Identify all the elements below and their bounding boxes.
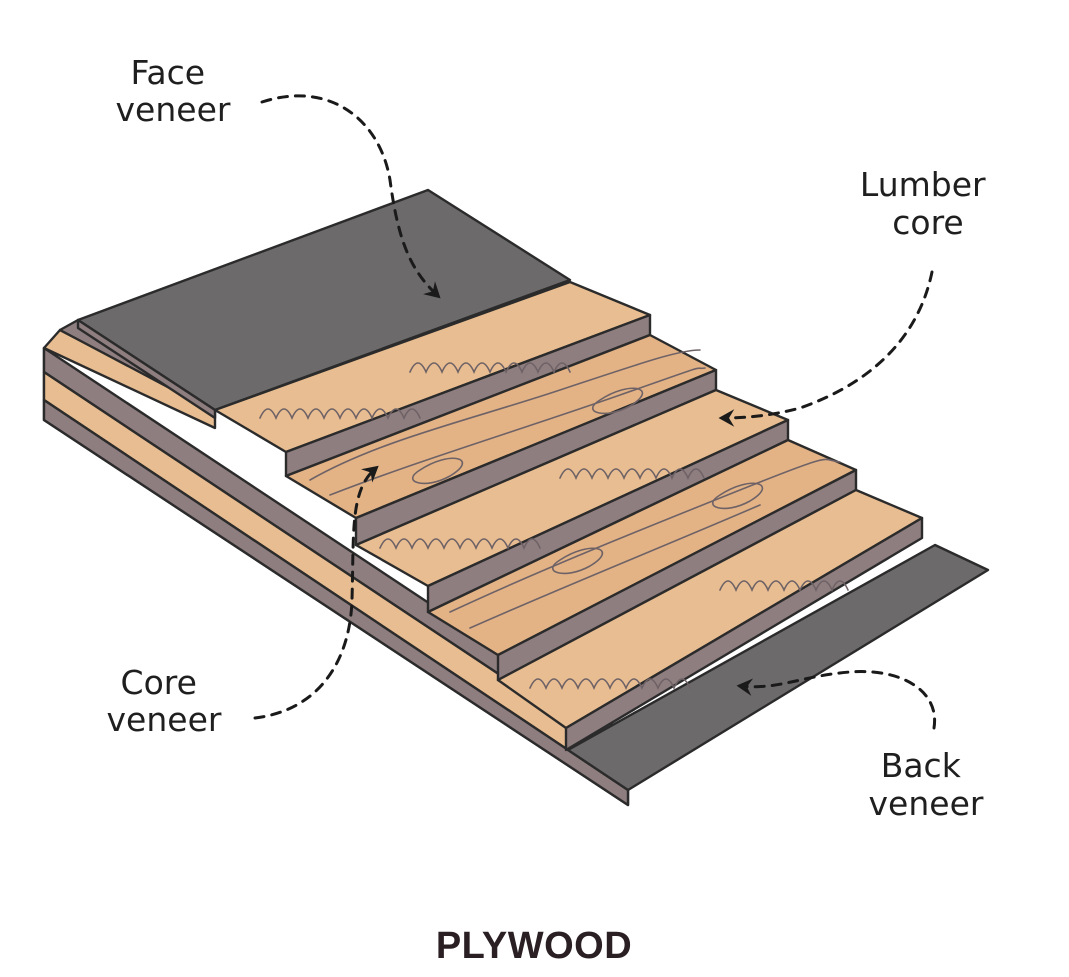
ply-band-dark-3 [42, 398, 630, 807]
core-strip-5-side [564, 516, 924, 752]
ply-stack [42, 318, 990, 807]
wood-grain [259, 349, 849, 690]
lumber-core-label: Lumber core [860, 165, 996, 242]
core-veneer-arrow [253, 465, 379, 720]
lumber-core-arrow [718, 270, 934, 427]
back-veneer-label: Back veneer [869, 746, 984, 823]
back-veneer-label-line2: veneer [869, 784, 984, 823]
core-veneer-label-line1: Core [121, 663, 197, 702]
face-veneer-arrow [260, 94, 441, 299]
lumber-core-label-line1: Lumber [860, 165, 986, 204]
core-veneer-label: Core veneer [107, 663, 222, 739]
face-veneer-label-line2: veneer [116, 90, 231, 129]
back-veneer-sheet [566, 543, 990, 792]
pointer-arrows [253, 94, 937, 730]
diagram-title: PLYWOOD [436, 925, 632, 967]
face-veneer-edge [76, 318, 217, 420]
back-veneer-arrow [736, 670, 937, 730]
lumber-core-label-line2: core [892, 203, 963, 242]
core-veneer-label-line2: veneer [107, 700, 222, 739]
face-veneer-label: Face veneer [116, 53, 231, 129]
back-veneer-label-line1: Back [881, 746, 962, 785]
face-veneer-label-line1: Face [130, 53, 205, 92]
